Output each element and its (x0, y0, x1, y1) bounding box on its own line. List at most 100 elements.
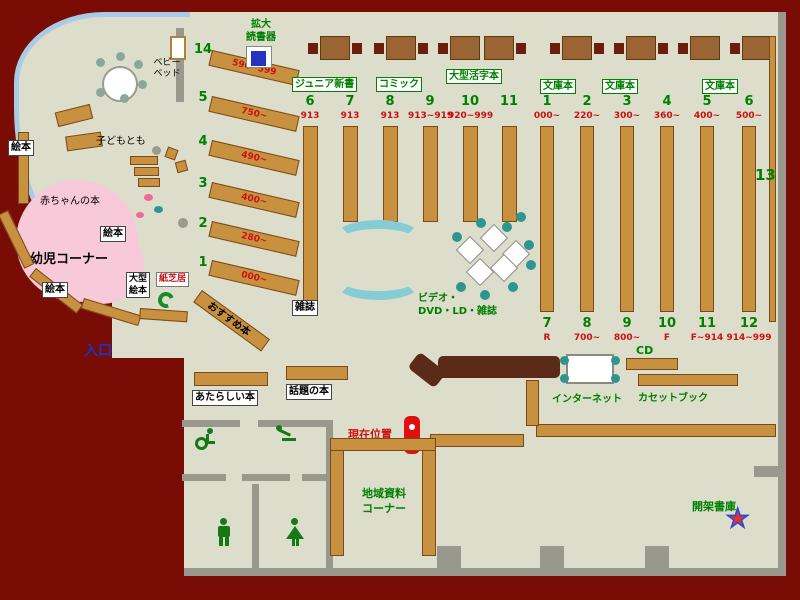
icon-part (220, 518, 227, 525)
chair-dot (611, 356, 620, 365)
chair-dot (456, 282, 466, 292)
icon-part (286, 526, 304, 539)
chair-dot (96, 58, 105, 67)
shelf-number: 3 (198, 176, 208, 191)
shelf-range: 700~ (573, 333, 601, 343)
chair (352, 43, 362, 54)
kids-steps (138, 178, 160, 187)
chair-dot (524, 240, 534, 250)
shelf-number: 5 (198, 90, 208, 105)
chair-dot (508, 282, 518, 292)
chair (658, 43, 668, 54)
bookshelf (463, 126, 478, 222)
shelf-range: R (543, 333, 551, 343)
entrance-corridor (112, 292, 192, 358)
reading-table (484, 36, 514, 60)
genre-label-bunko: 文庫本 (702, 79, 738, 94)
infant-corner-label: 幼児コーナー (30, 252, 109, 267)
shelf-range: 360~ (653, 111, 681, 121)
bookshelf (660, 126, 674, 312)
chair (516, 43, 526, 54)
wall-shelf (769, 36, 776, 322)
shelf-range: 913 (380, 111, 400, 121)
internet-table (566, 354, 614, 384)
chair (308, 43, 318, 54)
wall-segment (182, 474, 226, 481)
shelf-range: 220~ (573, 111, 601, 121)
picture-book-shelf (18, 132, 29, 204)
icon-part (292, 539, 295, 546)
chair-dot (452, 232, 462, 242)
shelf-range: 400~ (693, 111, 721, 121)
cassette-label: カセットブック (638, 393, 708, 404)
long-shelf (526, 380, 539, 426)
cd-label: CD (636, 344, 654, 357)
shelf-number: 14 (193, 42, 213, 57)
chair (678, 43, 688, 54)
shelf-range: F (663, 333, 671, 343)
magazines-label: 雑誌 (292, 300, 318, 316)
icon-part (225, 537, 229, 546)
cushion-dot (136, 212, 144, 218)
chair-dot (480, 290, 490, 300)
shelf-number: 6 (744, 94, 754, 109)
couch (334, 220, 422, 256)
pillar (754, 466, 778, 477)
new-books-label: あたらしい本 (192, 390, 258, 406)
chair (438, 43, 448, 54)
new-books-shelf (194, 372, 268, 386)
cushion-dot (154, 206, 163, 213)
icon-part (195, 437, 208, 450)
stacks-star-icon: ★ (725, 503, 750, 535)
bookshelf (423, 126, 438, 222)
chair (594, 43, 604, 54)
baby-bed-icon (170, 36, 186, 60)
shelf-number: 10 (657, 316, 677, 331)
wall-segment (176, 28, 184, 102)
icon-part (296, 539, 299, 546)
shelf-number: 9 (425, 94, 435, 109)
chair-dot (134, 60, 143, 69)
large-ehon-line1: 大型 (129, 274, 148, 284)
chair-dot (560, 374, 569, 383)
shelf-number: 3 (622, 94, 632, 109)
women-toilet-icon (286, 518, 304, 546)
shelf-number: 2 (198, 216, 208, 231)
long-shelf (430, 434, 524, 447)
outside-block-bottom (0, 352, 184, 600)
shelf-number: 4 (198, 134, 208, 149)
topic-books-shelf (286, 366, 348, 380)
genre-label-bunko: 文庫本 (602, 79, 638, 94)
local-line1: 地域資料 (362, 487, 406, 500)
stacks-label: 開架書庫 (692, 500, 736, 513)
shelf-number: 7 (345, 94, 355, 109)
icon-part (206, 434, 209, 443)
pillar (437, 546, 461, 568)
shelf-number: 2 (582, 94, 592, 109)
ehon-label: 絵本 (100, 226, 126, 242)
shelf-range: 300~ (613, 111, 641, 121)
genre-label-comic: コミック (376, 77, 422, 92)
shelf-range: 500~ (735, 111, 763, 121)
chair-dot (526, 260, 536, 270)
chair (730, 43, 740, 54)
magnifier-line1: 拡大 (251, 19, 271, 30)
av-corner-label: ビデオ・ DVD・LD・雑誌 (418, 292, 497, 318)
reading-table (742, 36, 772, 60)
local-corner-shelf (330, 438, 436, 451)
magnifier-line2: 読書器 (246, 32, 276, 43)
kamishibai-text: 紙芝居 (159, 274, 187, 284)
chair (374, 43, 384, 54)
kamishibai-label: 紙芝居 (156, 272, 190, 287)
reading-table (626, 36, 656, 60)
av-line2: DVD・LD・雑誌 (418, 306, 498, 317)
entrance-label: 入口 (84, 343, 112, 359)
bookshelf (540, 126, 554, 312)
ehon-label: 絵本 (42, 282, 68, 298)
shelf-number: 6 (305, 94, 315, 109)
chair-dot (116, 52, 125, 61)
reading-table (562, 36, 592, 60)
chair-dot (96, 88, 105, 97)
local-corner-shelf (422, 450, 436, 556)
right-wall (778, 12, 786, 576)
